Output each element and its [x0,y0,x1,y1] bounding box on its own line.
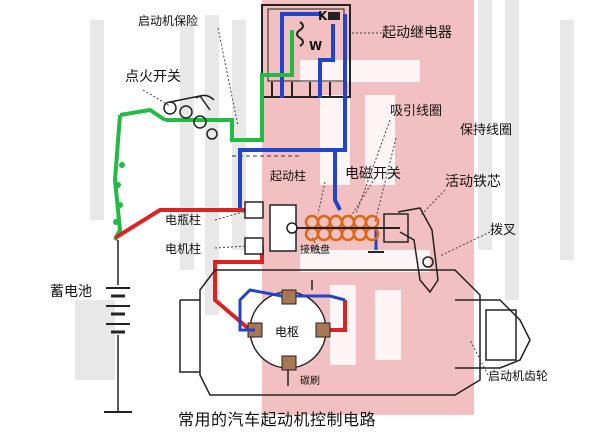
red-main-wires [113,208,347,332]
battery-post-label: 电瓶柱 [165,213,202,227]
hold-coil-label: 保持线圈 [460,123,513,138]
motor-housing [179,269,531,396]
fork-label: 拨叉 [490,223,517,238]
movable-core-body [383,213,409,243]
motor-post-label: 电机柱 [165,242,202,256]
brush-label: 碳刷 [300,376,320,387]
ignition-switch [163,94,218,140]
start-relay-label: 起动继电器 [382,25,452,41]
blue-coil-feed [300,148,342,211]
armature-label: 电枢 [275,325,300,339]
background-watermark-texture [75,0,574,380]
green-wire-nodes [113,162,125,225]
battery-symbol [104,240,132,413]
diagram-title: 常用的汽车起动机控制电路 [178,410,377,429]
fork-lever [397,207,439,294]
relay-pins [271,82,331,98]
relay-w-label: W [309,39,323,53]
solenoid-body [244,201,298,255]
ignition-switch-label: 点火开关 [125,69,181,85]
contact-disc-label: 接触盘 [300,245,330,256]
relay-k-label: K [318,9,328,23]
starter-gear-label: 启动机齿轮 [488,369,549,383]
solenoid-switch-label: 电磁开关 [345,166,401,182]
pull-in-coil-label: 吸引线圈 [390,104,443,119]
armature [238,288,346,371]
movable-core-label: 活动铁芯 [445,174,501,190]
starter-post-label: 起动柱 [270,169,307,183]
battery-label: 蓄电池 [50,284,92,300]
starter-fuse-label: 启动机保险 [138,14,199,28]
